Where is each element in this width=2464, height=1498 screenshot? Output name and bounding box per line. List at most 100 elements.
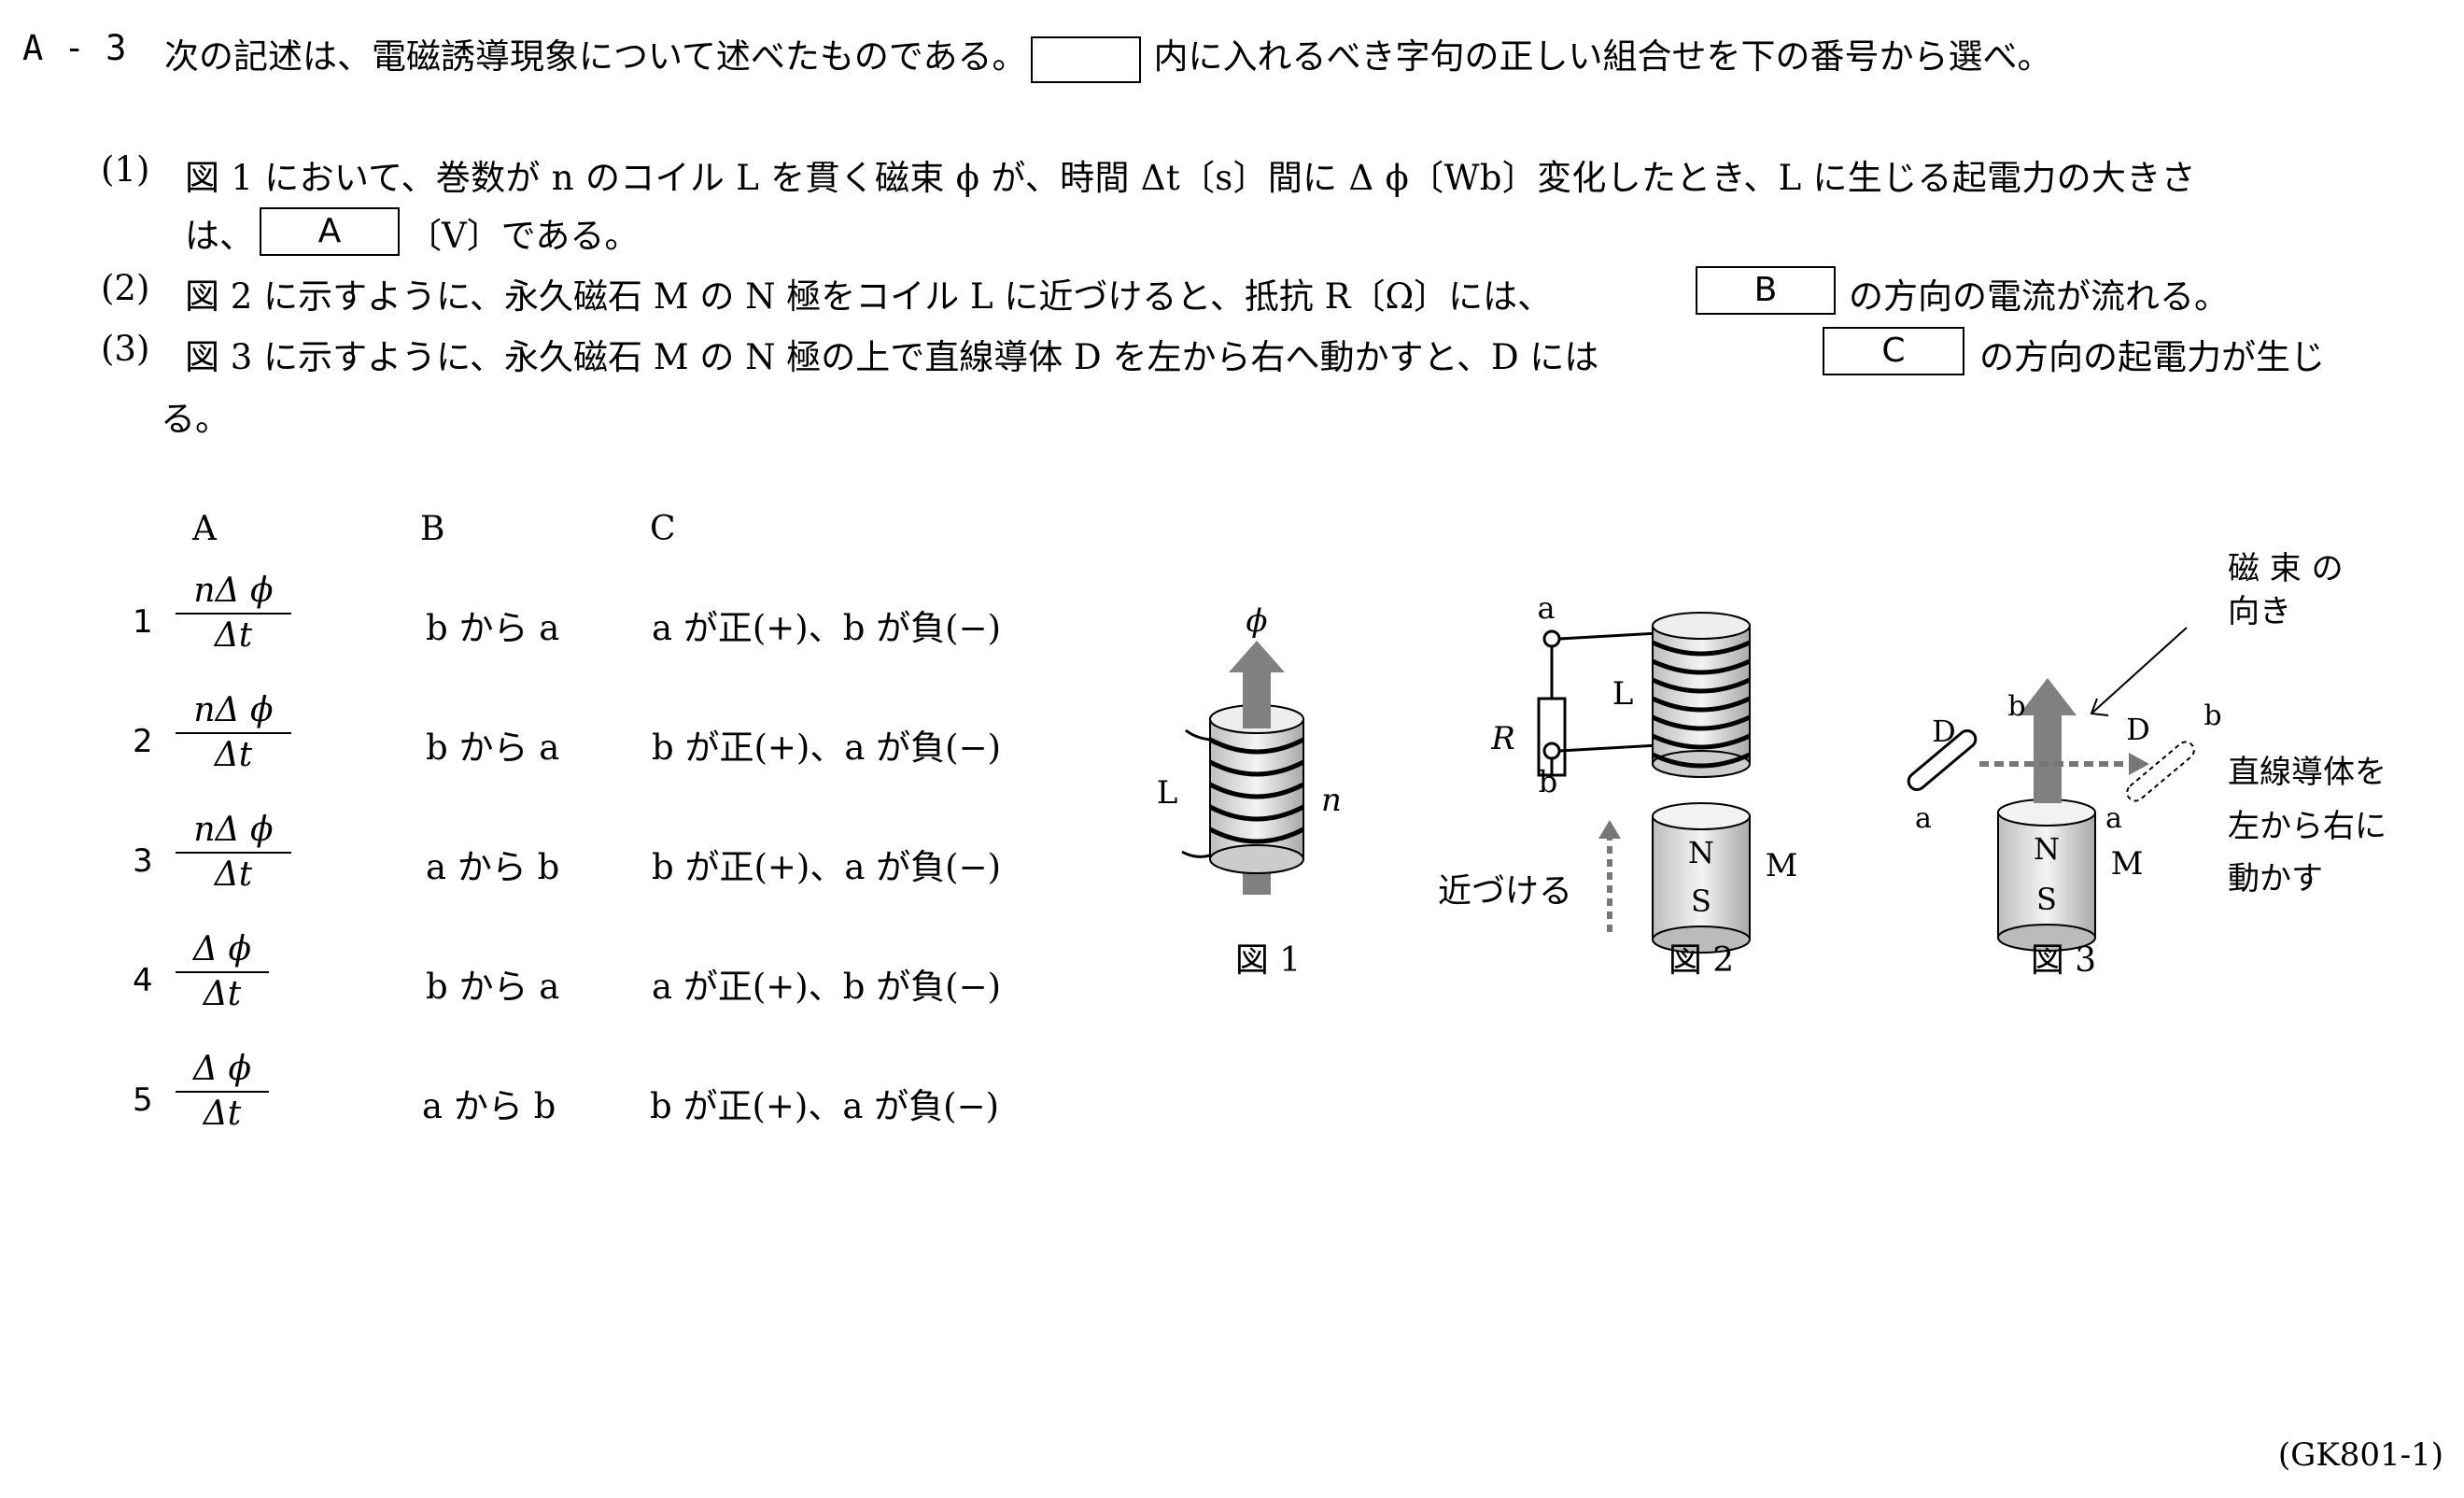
wire-top [1558,631,1659,641]
fraction-bar [176,732,291,734]
item-3-text: 図 3 に示すように、永久磁石 M の N 極の上で直線導体 D を左から右へ動… [185,337,1599,377]
fig2-magnet-s: S [1691,883,1711,919]
option-4-denominator: Δt [203,975,242,1013]
fig3-a-left: a [1915,802,1932,835]
item-2-number: (2) [101,268,150,308]
option-1-number: 1 [133,603,153,641]
stem-blank-box [1030,35,1141,83]
option-5-fraction: Δ ϕ Δt [176,1050,269,1134]
fig3-d-right: D [2126,712,2150,747]
wire-bottom [1558,743,1659,753]
item-3-post: の方向の起電力が生じ [1979,337,2325,377]
option-1-denominator: Δt [214,616,253,655]
option-3-number: 3 [133,842,153,880]
option-5-denominator: Δt [203,1095,242,1133]
figures-area: ϕ L n 図 1 a b R L [1157,550,2387,980]
fig3-flux-label-1: 磁 束 の [2228,550,2344,587]
option-2-fraction: nΔ ϕ Δt [176,691,291,775]
option-2-c: b が正(+)、a が負(−) [652,728,1002,768]
fig2-magnet-n: N [1688,835,1714,870]
coil-lead-top [1185,728,1211,742]
question-stem: 次の記述は、電磁誘導現象について述べたものである。内に入れるべき字句の正しい組合… [164,28,2052,83]
item-1-line1: 図 1 において、巻数が n のコイル L を貫く磁束 ϕ が、時間 Δt〔s〕… [185,158,2196,198]
col-header-a: A [192,510,217,548]
option-5-numerator: Δ ϕ [193,1050,251,1088]
figure-1: ϕ L n 図 1 [1157,602,1342,980]
fig3-move-label-1: 直線導体を [2228,754,2387,791]
fig2-label-a: a [1537,590,1555,626]
fig3-magnet-m: M [2111,845,2144,883]
fig2-approach-label: 近づける [1438,872,1572,911]
fig1-phi: ϕ [1246,602,1267,640]
option-2-number: 2 [133,723,153,760]
question-id: A - 3 [22,28,127,68]
item-2-text: 図 2 に示すように、永久磁石 M の N 極をコイル L に近づけると、抵抗 … [185,276,1553,317]
fig3-a-right: a [2105,802,2122,835]
page-code: (GK801-1) [2277,1436,2443,1474]
fig3-flux-arrow-shaft [2034,714,2062,803]
option-1-b: b から a [426,608,560,648]
option-2-denominator: Δt [214,736,253,774]
option-2-numerator: nΔ ϕ [193,691,274,729]
option-4-c: a が正(+)、b が負(−) [652,967,1002,1007]
terminal-a [1542,629,1561,648]
option-3-b: a から b [426,847,560,887]
fig3-move-arrow-head [2129,753,2149,775]
option-1-numerator: nΔ ϕ [193,572,274,610]
fig2-magnet-top [1652,802,1751,830]
coil-windings [1208,737,1305,844]
option-4-b: b から a [426,967,560,1007]
option-4-fraction: Δ ϕ Δt [176,930,269,1014]
option-3-c: b が正(+)、a が負(−) [652,847,1002,887]
flux-pointer-line [2091,627,2188,714]
option-5-number: 5 [133,1081,153,1119]
option-5-c: b が正(+)、a が負(−) [650,1086,1000,1126]
fig3-d-left: D [1932,714,1956,749]
fig1-caption: 図 1 [1235,941,1301,980]
fig3-flux-label-2: 向き [2228,593,2291,630]
figure-3: N S M D b a D b a 磁 束 の 向き 直線導体を 左から右に 動… [1907,550,2387,980]
fig2-label-b: b [1539,764,1557,799]
fig3-magnet-top [1997,798,2096,827]
coil-lead-bottom [1181,850,1211,858]
conductor-left [1907,729,1978,791]
fig3-move-label-3: 動かす [2228,860,2323,897]
option-1-fraction: nΔ ϕ Δt [176,572,291,656]
item-3-number: (3) [101,329,150,369]
fig3-move-label-2: 左から右に [2228,808,2387,845]
col-header-c: C [650,510,676,548]
fig3-magnet-s: S [2036,882,2057,917]
fig2-coil-windings [1651,640,1752,769]
item-2-post: の方向の電流が流れる。 [1849,276,2229,317]
fig3-flux-arrow-head [2019,678,2077,715]
fig2-magnet-m: M [1766,847,1798,884]
fig3-b-right: b [2204,700,2221,732]
option-3-numerator: nΔ ϕ [193,811,274,849]
fig2-coil-label: L [1612,675,1634,713]
fig1-turns-label: n [1321,782,1342,819]
coil-bottom [1209,844,1304,874]
flux-pointer-head [2090,698,2109,716]
fig3-magnet-bottom [1997,924,2096,952]
flux-arrow-head [1229,641,1285,672]
option-2-b: b から a [426,728,560,768]
item-1-number: (1) [101,149,150,190]
fraction-bar [176,1091,269,1093]
blank-box-C: C [1823,327,1964,375]
approach-arrow-head [1598,820,1621,839]
fig2-magnet-bottom [1652,926,1751,954]
item-1-line2-post: 〔V〕である。 [407,216,640,256]
fig3-caption: 図 3 [2031,941,2096,980]
stem-before: 次の記述は、電磁誘導現象について述べたものである。 [164,36,1027,77]
option-5-b: a から b [422,1086,556,1126]
conductor-right [2126,741,2195,802]
blank-box-B: B [1696,266,1836,315]
fig3-magnet-n: N [2034,831,2060,867]
fig2-coil-top [1652,612,1751,640]
fig3-b-left: b [2007,690,2025,723]
item-3-line2: る。 [161,399,230,439]
option-1-c: a が正(+)、b が負(−) [652,608,1002,648]
col-header-b: B [420,510,445,548]
option-4-numerator: Δ ϕ [193,930,251,968]
